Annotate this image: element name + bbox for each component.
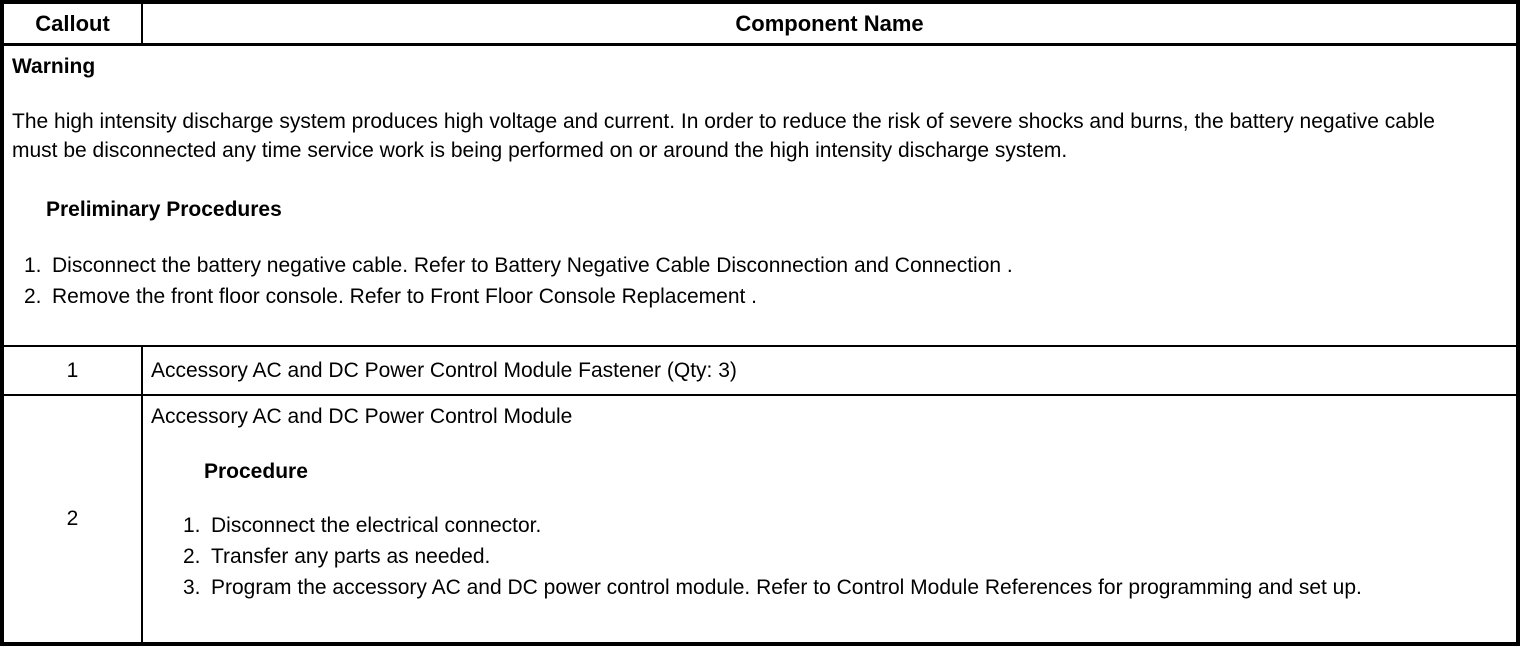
- warning-body-text: The high intensity discharge system prod…: [12, 110, 1435, 162]
- warning-title: Warning: [12, 55, 96, 78]
- list-item: 1. Disconnect the electrical connector.: [183, 510, 1516, 541]
- step-text: Disconnect the battery negative cable. R…: [52, 254, 1013, 277]
- preliminary-procedures-list: 1. Disconnect the battery negative cable…: [24, 250, 1506, 312]
- component-name-cell: Accessory AC and DC Power Control Module…: [143, 396, 1516, 642]
- list-item: 1. Disconnect the battery negative cable…: [24, 250, 1506, 281]
- callout-column-header: Callout: [35, 10, 110, 36]
- step-number: 2.: [24, 285, 42, 308]
- component-name-text: Accessory AC and DC Power Control Module…: [151, 358, 737, 382]
- list-item: 2. Remove the front floor console. Refer…: [24, 281, 1506, 312]
- component-name-column-header: Component Name: [735, 10, 924, 36]
- step-text: Disconnect the electrical connector.: [211, 514, 542, 537]
- warning-cell: Warning The high intensity discharge sys…: [4, 46, 1516, 347]
- list-item: 3. Program the accessory AC and DC power…: [183, 572, 1516, 603]
- header-cell-callout: Callout: [4, 4, 143, 43]
- step-text: Remove the front floor console. Refer to…: [52, 285, 757, 308]
- step-text: Program the accessory AC and DC power co…: [211, 576, 1362, 599]
- procedure-heading: Procedure: [204, 460, 308, 483]
- table-row: 1 Accessory AC and DC Power Control Modu…: [4, 347, 1516, 396]
- callout-cell: 1: [4, 347, 143, 394]
- callout-number: 1: [66, 358, 79, 382]
- header-cell-component-name: Component Name: [143, 4, 1516, 43]
- preliminary-procedures-heading: Preliminary Procedures: [46, 198, 282, 221]
- component-name-cell: Accessory AC and DC Power Control Module…: [143, 347, 1516, 394]
- callout-cell: 2: [4, 396, 143, 642]
- table-header-row: Callout Component Name: [4, 4, 1516, 46]
- step-number: 1.: [183, 514, 201, 537]
- step-number: 2.: [183, 545, 201, 568]
- procedure-steps-list: 1. Disconnect the electrical connector. …: [183, 510, 1516, 603]
- step-number: 1.: [24, 254, 42, 277]
- component-name-text: Accessory AC and DC Power Control Module: [151, 405, 573, 428]
- step-text: Transfer any parts as needed.: [211, 545, 491, 568]
- table-row: 2 Accessory AC and DC Power Control Modu…: [4, 396, 1516, 642]
- step-number: 3.: [183, 576, 201, 599]
- callout-number: 2: [66, 507, 79, 530]
- list-item: 2. Transfer any parts as needed.: [183, 541, 1516, 572]
